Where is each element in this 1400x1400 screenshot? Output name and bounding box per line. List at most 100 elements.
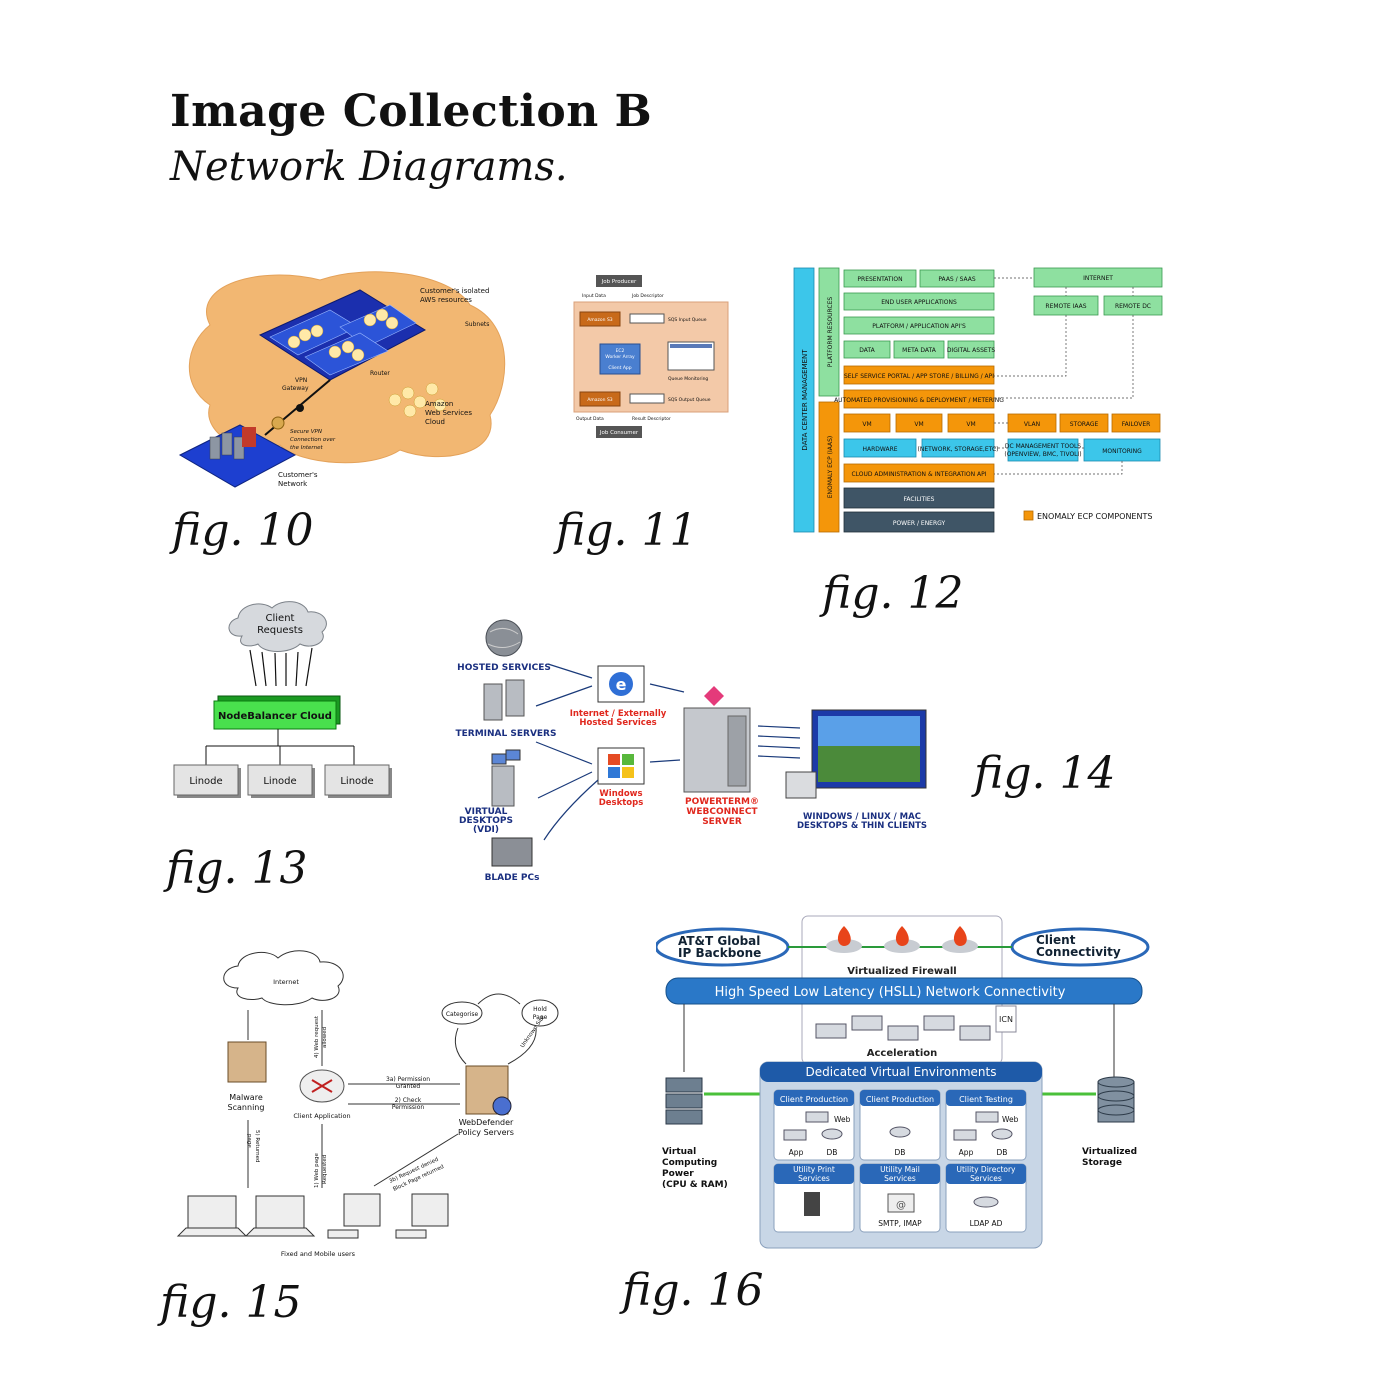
subnet-bottom xyxy=(304,332,389,376)
label-secure-vpn: Secure VPN xyxy=(290,429,322,435)
caption-fig-11: fig. 11 xyxy=(556,505,698,556)
label-end-user: END USER APPLICATIONS xyxy=(881,299,957,306)
client-columns xyxy=(773,1089,1027,1161)
label-cpu-ram: (CPU & RAM) xyxy=(662,1180,728,1190)
label-data: DATA xyxy=(859,347,875,354)
label-queue-monitoring: Queue Monitoring xyxy=(668,376,708,382)
label-webconnect: WEBCONNECT xyxy=(686,807,758,817)
sqs-input-queue xyxy=(629,313,665,324)
label-requests: Requests xyxy=(257,625,303,636)
label-monitoring: MONITORING xyxy=(1102,448,1142,455)
globe-icon xyxy=(485,619,523,657)
label-check: 2) Check xyxy=(395,1097,422,1104)
label-vm-2: VM xyxy=(914,421,923,428)
label-remote-iaas: REMOTE IAAS xyxy=(1045,303,1086,310)
label-facilities: FACILITIES xyxy=(903,496,934,503)
figure-16-att-cloud: AT&T Global IP Backbone Client Connectiv… xyxy=(656,915,1150,1249)
ec2-worker-box xyxy=(599,343,641,375)
label-platform-api: PLATFORM / APPLICATION API'S xyxy=(872,323,966,330)
caption-fig-12: fig. 12 xyxy=(822,568,964,619)
label-categorise: Categorise xyxy=(446,1011,479,1018)
label-self-service: SELF SERVICE PORTAL / APP STORE / BILLIN… xyxy=(844,373,994,380)
label-granted: Granted xyxy=(396,1083,421,1090)
label-presentation: PRESENTATION xyxy=(857,276,902,283)
caption-fig-10: fig. 10 xyxy=(172,505,314,556)
label-internet-externally: Internet / Externally xyxy=(570,709,667,719)
page-subtitle: Network Diagrams. xyxy=(170,144,568,190)
label-powerterm: POWERTERM® xyxy=(685,797,759,807)
vdi-server-icon xyxy=(491,749,521,807)
label-check-permission: Permission xyxy=(392,1104,425,1111)
label-worker-array: Worker Array xyxy=(605,354,635,360)
label-web-page: 1) Web page xyxy=(314,1153,320,1188)
firewall-icon xyxy=(242,427,256,447)
firewall-flame-icons xyxy=(826,926,978,953)
thin-client-icon xyxy=(785,771,817,799)
label-virtualized-firewall: Virtualized Firewall xyxy=(847,966,956,977)
label-customers: Customer's xyxy=(278,471,318,479)
label-meta-data: META DATA xyxy=(902,347,937,354)
label-terminal-servers: TERMINAL SERVERS xyxy=(456,729,557,739)
caption-fig-13: fig. 13 xyxy=(166,843,308,894)
label-desktops: DESKTOPS xyxy=(459,816,513,826)
label-network: (NETWORK, STORAGE,ETC) xyxy=(918,446,999,453)
label-att-global: AT&T Global xyxy=(678,934,760,948)
label-policy-servers: Policy Servers xyxy=(458,1128,514,1137)
label-computing: Computing xyxy=(662,1158,717,1168)
label-hsll: High Speed Low Latency (HSLL) Network Co… xyxy=(715,985,1066,1000)
label-web-2: Web xyxy=(1002,1115,1019,1124)
label-linode-2: Linode xyxy=(263,776,296,787)
figure-12-enomaly-stack: DATA CENTER MANAGEMENT PLATFORM RESOURCE… xyxy=(793,267,1163,533)
label-input-data: Input Data xyxy=(582,293,606,299)
label-enomaly: ENOMALY ECP (IAAS) xyxy=(827,436,834,499)
figure-15-webdefender: Internet Malware Scanning Client Applica… xyxy=(176,950,559,1258)
label-requested: Requested xyxy=(322,1155,328,1184)
legend-label: ENOMALY ECP COMPONENTS xyxy=(1037,512,1152,521)
label-power: POWER / ENERGY xyxy=(893,520,946,527)
s3-top-box xyxy=(579,311,621,327)
label-utility-directory: Utility Directory xyxy=(956,1165,1016,1174)
label-result-descriptor: Result Descriptor xyxy=(632,416,671,422)
label-dve: Dedicated Virtual Environments xyxy=(806,1065,997,1079)
instance-cluster-icons xyxy=(287,308,447,418)
caption-fig-16: fig. 16 xyxy=(622,1265,764,1316)
job-producer-box xyxy=(596,275,642,287)
request-arrows xyxy=(249,647,313,687)
label-windows: Windows xyxy=(599,789,642,799)
caption-fig-14: fig. 14 xyxy=(974,748,1116,799)
malware-server-icon xyxy=(227,1041,267,1083)
label-returned-page: page xyxy=(246,1134,252,1148)
label-internet: Internet xyxy=(273,978,299,986)
hold-page-node xyxy=(521,999,559,1027)
label-acceleration: Acceleration xyxy=(867,1048,937,1059)
label-job-descriptor: Job Descriptor xyxy=(631,293,664,299)
label-db-3: DB xyxy=(997,1148,1008,1157)
label-subnets: Subnets xyxy=(465,321,489,328)
label-returned: 5) Returned xyxy=(254,1130,260,1163)
svg-text:e: e xyxy=(616,675,627,694)
flow-arrows xyxy=(247,993,537,1188)
print-server-icon xyxy=(804,1192,820,1216)
label-ec2: EC2 xyxy=(616,348,625,354)
blade-pc-icon xyxy=(491,837,533,867)
label-clients-os: WINDOWS / LINUX / MAC xyxy=(803,812,921,822)
label-client-production-2: Client Production xyxy=(866,1095,934,1104)
page-title: Image Collection B xyxy=(170,86,653,137)
powerterm-logo-icon xyxy=(704,686,724,706)
label-client-production-1: Client Production xyxy=(780,1095,848,1104)
label-malware: Malware xyxy=(229,1093,263,1102)
terminal-servers-icon xyxy=(483,679,525,721)
label-page: Page xyxy=(533,1014,548,1021)
figure-14-powerterm: HOSTED SERVICES TERMINAL SERVERS VIRTUAL… xyxy=(456,619,927,883)
job-consumer-box xyxy=(596,426,642,438)
label-web-request: 4) Web request xyxy=(314,1015,320,1058)
label-webdefender: WebDefender xyxy=(459,1118,514,1127)
label-client: Client xyxy=(1036,933,1076,947)
label-amazon: Amazon xyxy=(425,400,453,408)
label-scanning: Scanning xyxy=(228,1103,265,1112)
label-connectivity: Connectivity xyxy=(1036,945,1121,959)
linode-boxes xyxy=(173,764,392,798)
label-utility-mail: Utility Mail xyxy=(880,1165,920,1174)
label-blade-pcs: BLADE PCs xyxy=(485,873,540,883)
label-virtual: Virtual xyxy=(662,1147,696,1157)
